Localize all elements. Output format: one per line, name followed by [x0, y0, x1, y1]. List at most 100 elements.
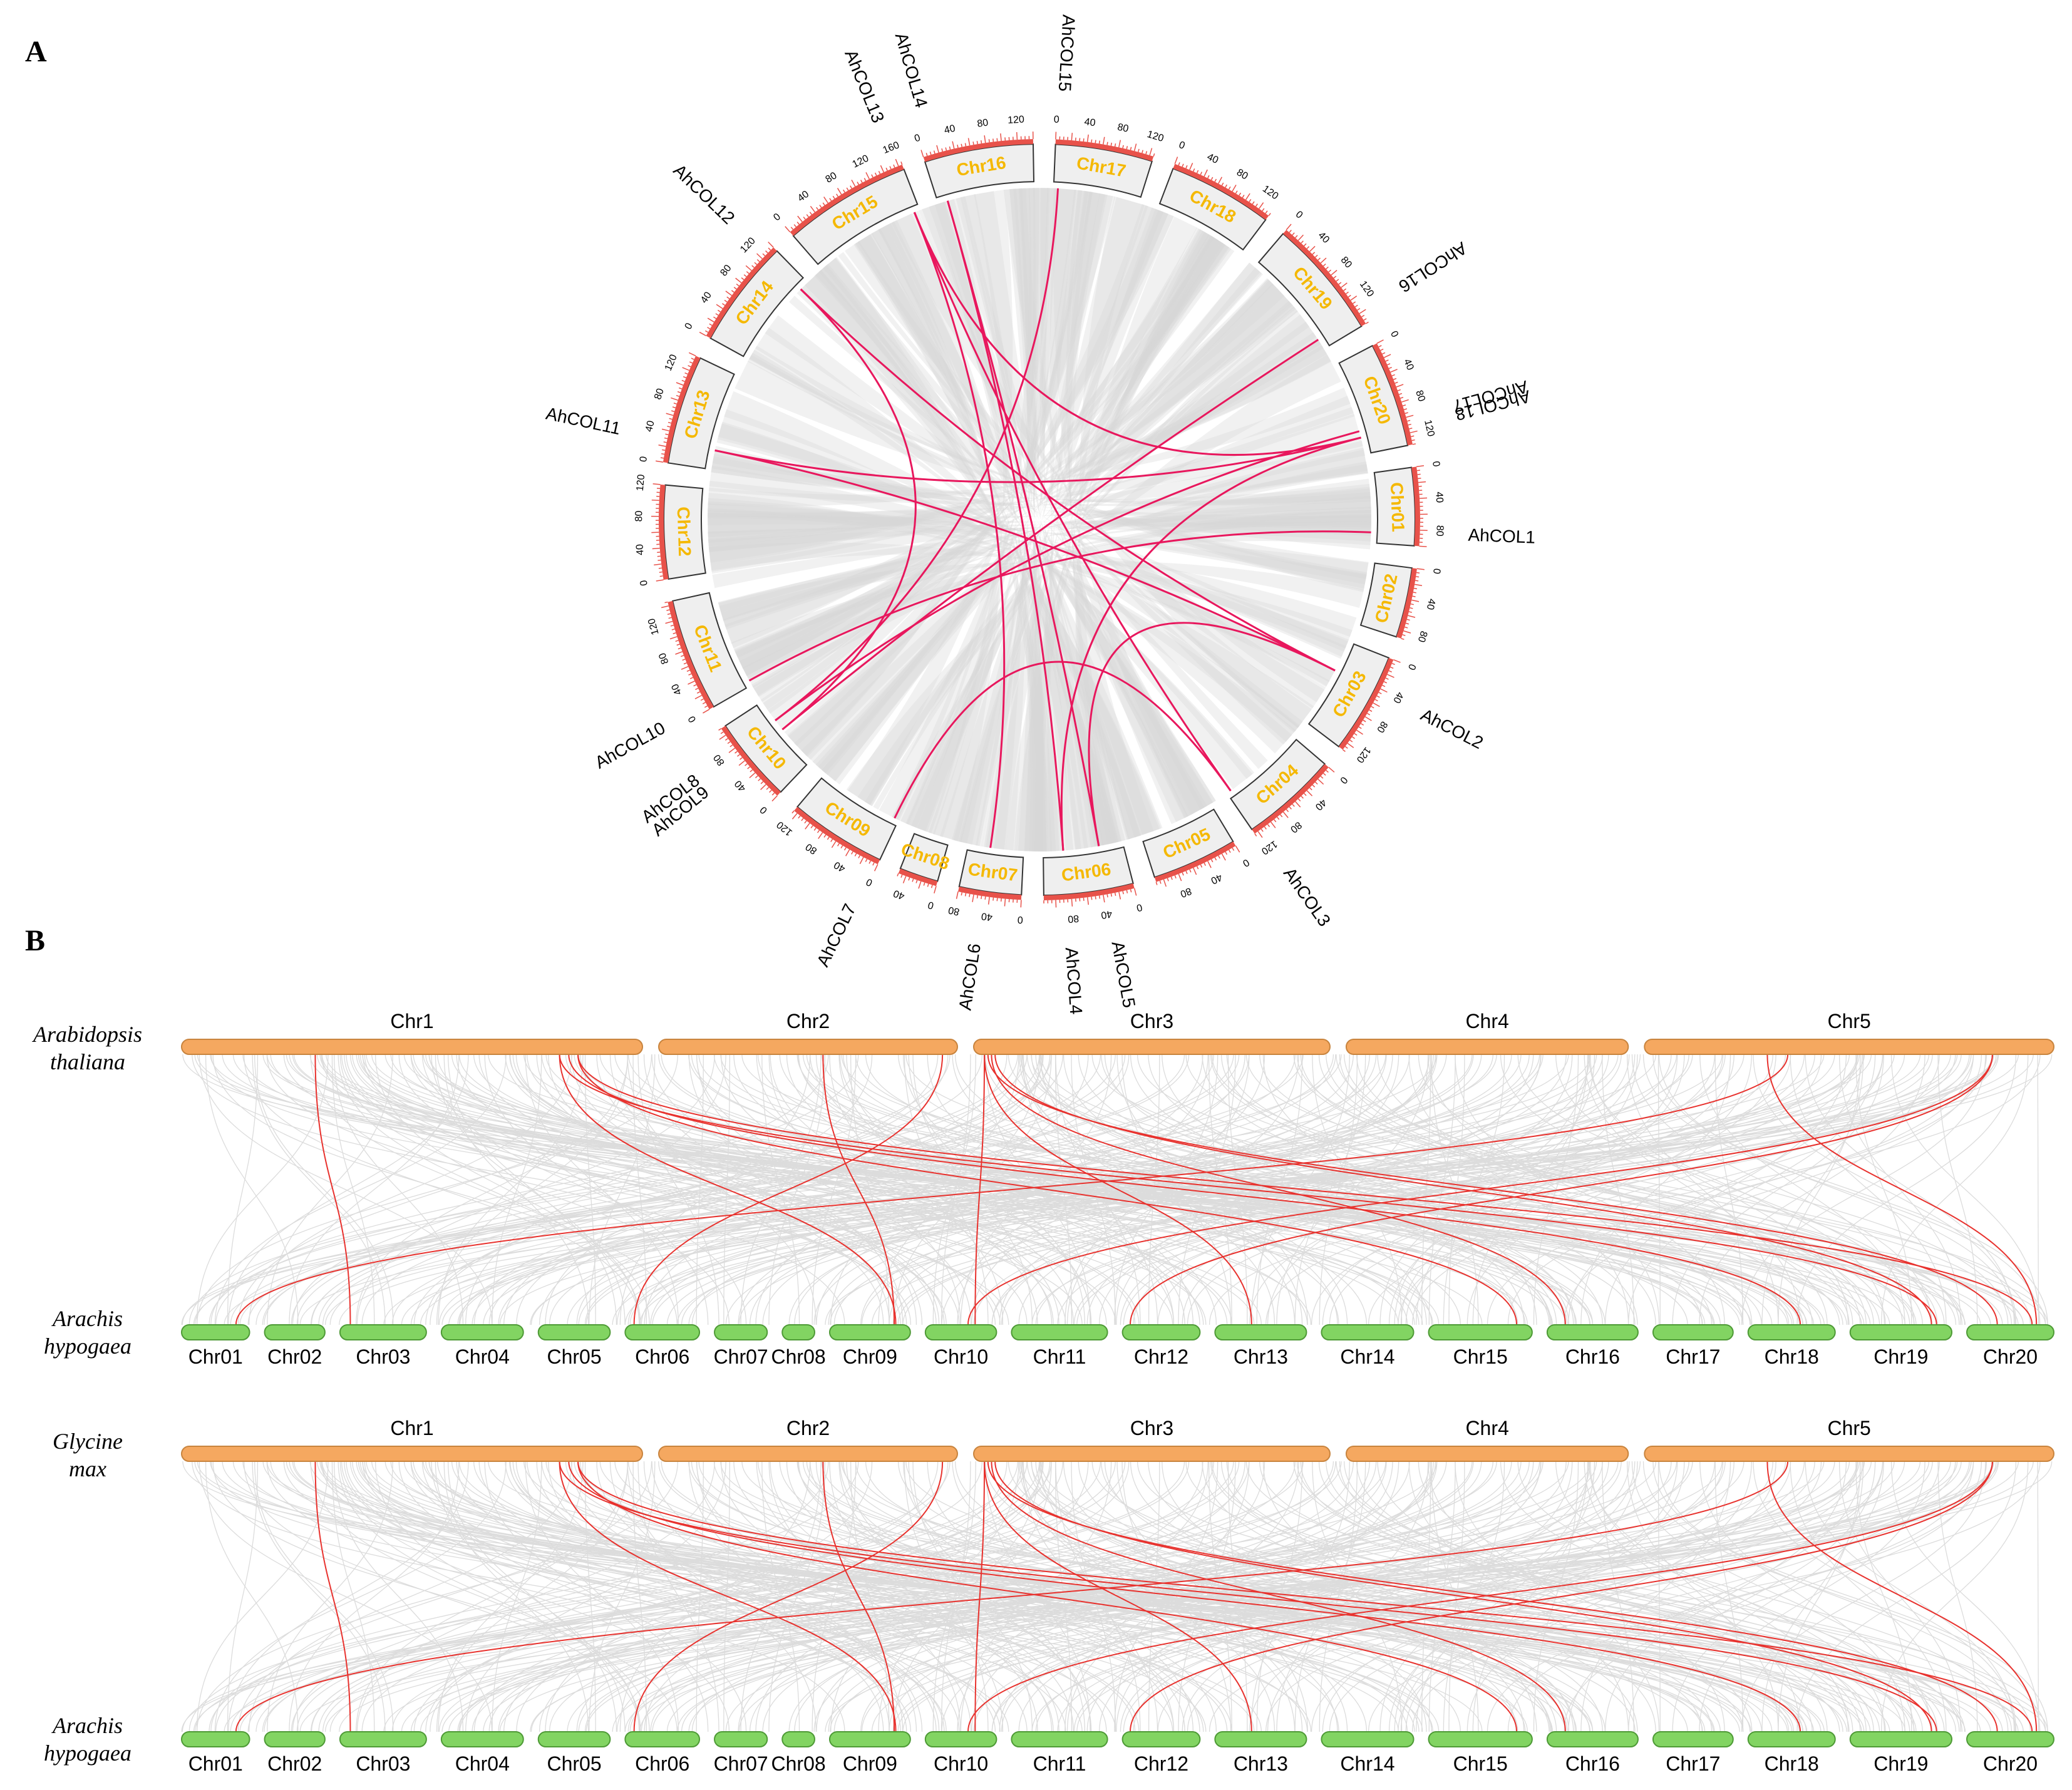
tick — [737, 754, 740, 757]
duplication-link — [913, 212, 1361, 456]
tick — [1297, 798, 1301, 802]
background-link — [1428, 1461, 1456, 1732]
bottom-chromosome-bar — [1428, 1731, 1533, 1747]
tick — [819, 205, 822, 208]
background-link — [1487, 1461, 1987, 1732]
tick — [934, 886, 937, 893]
gene-label: AhCOL3 — [1280, 864, 1334, 930]
tick — [813, 827, 817, 831]
background-link — [244, 1461, 641, 1732]
tick — [738, 760, 745, 766]
background-link — [847, 192, 1116, 805]
background-link — [539, 1054, 1044, 1325]
tick — [1406, 619, 1410, 621]
gene-label: AhCOL13 — [841, 47, 888, 126]
tick — [666, 413, 674, 416]
tick — [868, 860, 871, 864]
tick — [1369, 709, 1373, 712]
tick — [1361, 723, 1364, 726]
top-chromosome-label: Chr1 — [390, 1417, 433, 1439]
background-link — [940, 197, 1148, 845]
tick-ring — [923, 139, 1033, 162]
tick — [984, 896, 986, 900]
tick — [860, 180, 863, 183]
background-link — [841, 1054, 1915, 1325]
background-link — [1040, 188, 1059, 851]
tick — [1349, 739, 1353, 743]
background-link — [1116, 1461, 1308, 1732]
tick-ring — [1396, 568, 1417, 639]
background-link — [1208, 1461, 1232, 1732]
background-link — [748, 346, 1367, 590]
tick-label: 120 — [851, 153, 871, 170]
background-link — [431, 1054, 747, 1325]
tick — [673, 403, 677, 404]
background-link — [484, 1461, 709, 1732]
tick — [810, 205, 816, 213]
tick — [709, 323, 713, 326]
background-link — [292, 1461, 1793, 1732]
syntenic-link — [568, 1461, 1801, 1732]
tick — [1232, 185, 1237, 192]
tick — [664, 601, 668, 604]
tick — [760, 784, 766, 790]
background-link — [1245, 1054, 2046, 1325]
background-link — [801, 279, 1291, 774]
background-link — [734, 514, 1371, 679]
tick — [688, 681, 695, 685]
tick — [747, 766, 751, 769]
background-link — [267, 1054, 393, 1325]
top-chromosome-label: Chr4 — [1465, 1417, 1508, 1439]
tick — [785, 226, 791, 233]
background-link — [787, 262, 1260, 746]
background-link — [1790, 1461, 1947, 1732]
syntenic-link — [577, 1054, 2033, 1325]
tick — [1106, 894, 1108, 898]
tick — [1388, 366, 1392, 369]
background-link — [374, 1054, 640, 1325]
tick — [652, 483, 661, 485]
duplication-link — [1088, 622, 1336, 846]
background-link — [815, 1054, 1185, 1325]
tick-ring — [721, 726, 781, 796]
background-link — [846, 1054, 1091, 1325]
background-link — [361, 1461, 1040, 1732]
tick — [1376, 339, 1384, 344]
tick-ring — [1173, 163, 1269, 220]
tick — [1385, 359, 1389, 362]
background-link — [413, 1054, 1051, 1325]
background-link — [292, 1054, 829, 1325]
tick — [1320, 257, 1327, 264]
background-link — [1185, 1461, 1924, 1732]
tick — [1347, 743, 1354, 748]
tick — [850, 185, 852, 189]
tick — [1182, 872, 1184, 876]
tick — [1167, 878, 1169, 882]
duplication-link — [913, 212, 1232, 792]
tick — [1328, 766, 1335, 773]
tick — [1382, 352, 1386, 355]
tick-label: 120 — [1146, 129, 1165, 144]
tick — [673, 632, 676, 634]
background-link — [1400, 1461, 1685, 1732]
background-link — [1034, 192, 1106, 851]
tick — [693, 684, 697, 687]
background-link — [1658, 1461, 2016, 1732]
tick — [846, 187, 849, 191]
tick — [1004, 898, 1006, 907]
background-link — [1405, 1461, 1776, 1732]
background-link — [1657, 1054, 1661, 1325]
background-link — [688, 1054, 1860, 1325]
tick — [1218, 177, 1223, 184]
top-chromosome-label: Chr5 — [1827, 1010, 1870, 1032]
bottom-chromosome-label: Chr10 — [934, 1345, 988, 1368]
tick — [716, 304, 723, 309]
background-link — [292, 1461, 829, 1732]
bottom-chromosome-label: Chr11 — [1033, 1752, 1086, 1775]
background-link — [821, 1054, 1762, 1325]
background-link — [1104, 1054, 1603, 1325]
syntenic-link — [314, 1054, 351, 1325]
